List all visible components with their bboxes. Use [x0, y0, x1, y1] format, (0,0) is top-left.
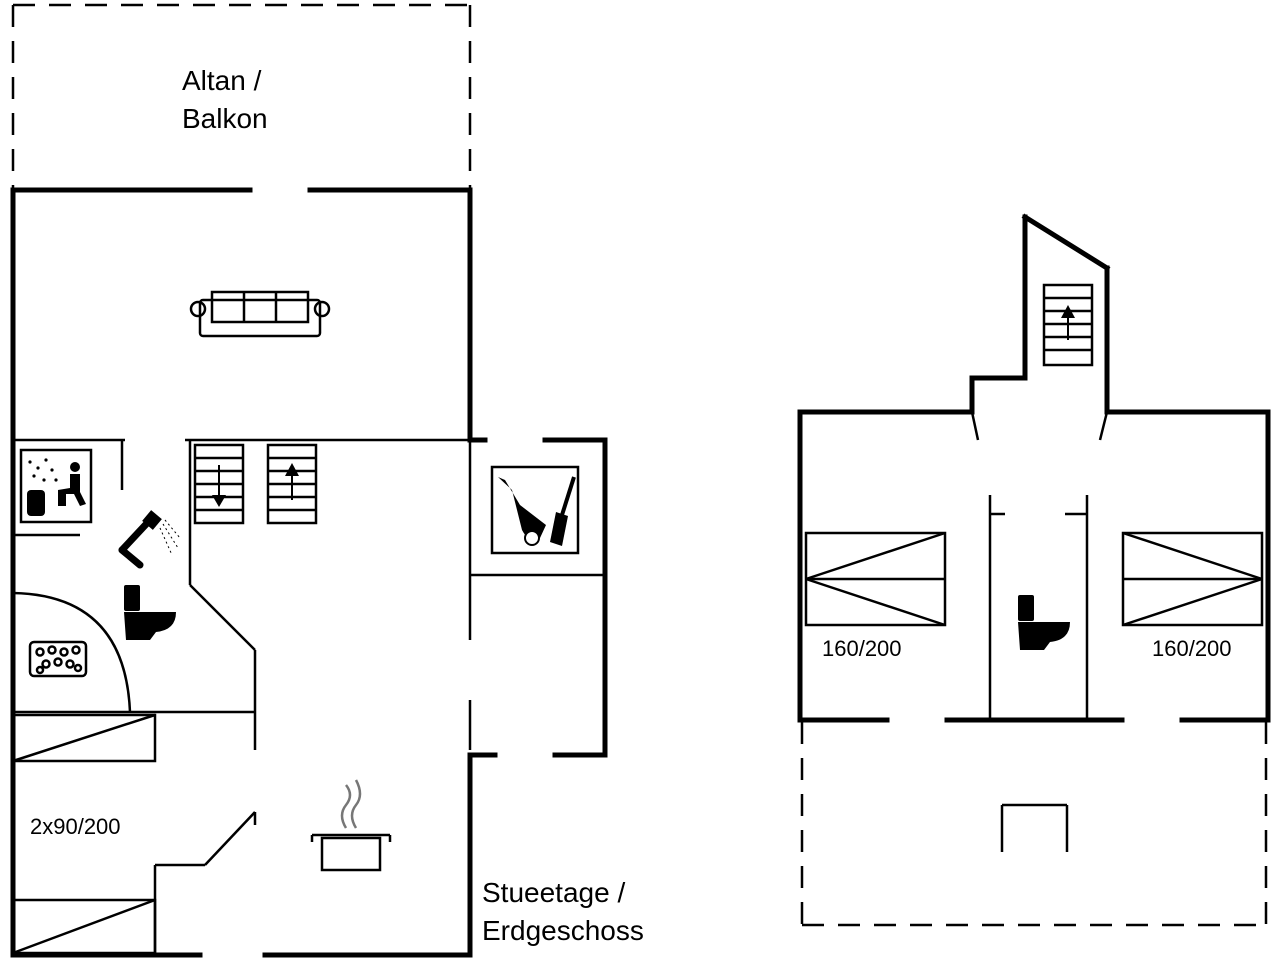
ground-floor-label-line2: Erdgeschoss	[482, 915, 644, 946]
bed-size-label-upper-left: 160/200	[822, 636, 902, 661]
bed-icon	[11, 898, 157, 955]
sauna-icon	[19, 448, 93, 524]
ground-outer-walls	[10, 187, 608, 958]
bed-icon	[11, 713, 157, 763]
bed-size-label-ground: 2x90/200	[30, 814, 121, 839]
upper-dashed-area	[800, 722, 1268, 927]
stairs-up-icon	[266, 443, 318, 525]
balcony-label-line1: Altan /	[182, 65, 262, 96]
whirlpool-icon	[28, 640, 88, 678]
upper-outer-walls	[797, 213, 1271, 723]
bed-icon	[804, 531, 947, 627]
balcony-outline	[11, 3, 472, 190]
balcony-label-line2: Balkon	[182, 103, 268, 134]
shower-icon	[118, 510, 181, 569]
utility-tools-icon	[490, 465, 580, 555]
ground-floor: Altan / Balkon 2x90/200 Stueetage / Erdg…	[10, 3, 644, 958]
upper-interior-walls	[970, 411, 1109, 720]
ground-floor-label-line1: Stueetage /	[482, 877, 625, 908]
stairs-down-icon	[193, 443, 245, 525]
cooking-pot-icon	[310, 779, 392, 872]
upper-floor: 160/200 160/200	[797, 213, 1271, 927]
bed-icon	[1121, 531, 1264, 627]
toilet-icon	[1018, 595, 1070, 650]
toilet-icon	[124, 585, 176, 640]
bed-size-label-upper-right: 160/200	[1152, 636, 1232, 661]
stairs-up-icon	[1042, 283, 1094, 367]
single-beds	[11, 713, 157, 955]
sofa-icon	[189, 290, 331, 338]
